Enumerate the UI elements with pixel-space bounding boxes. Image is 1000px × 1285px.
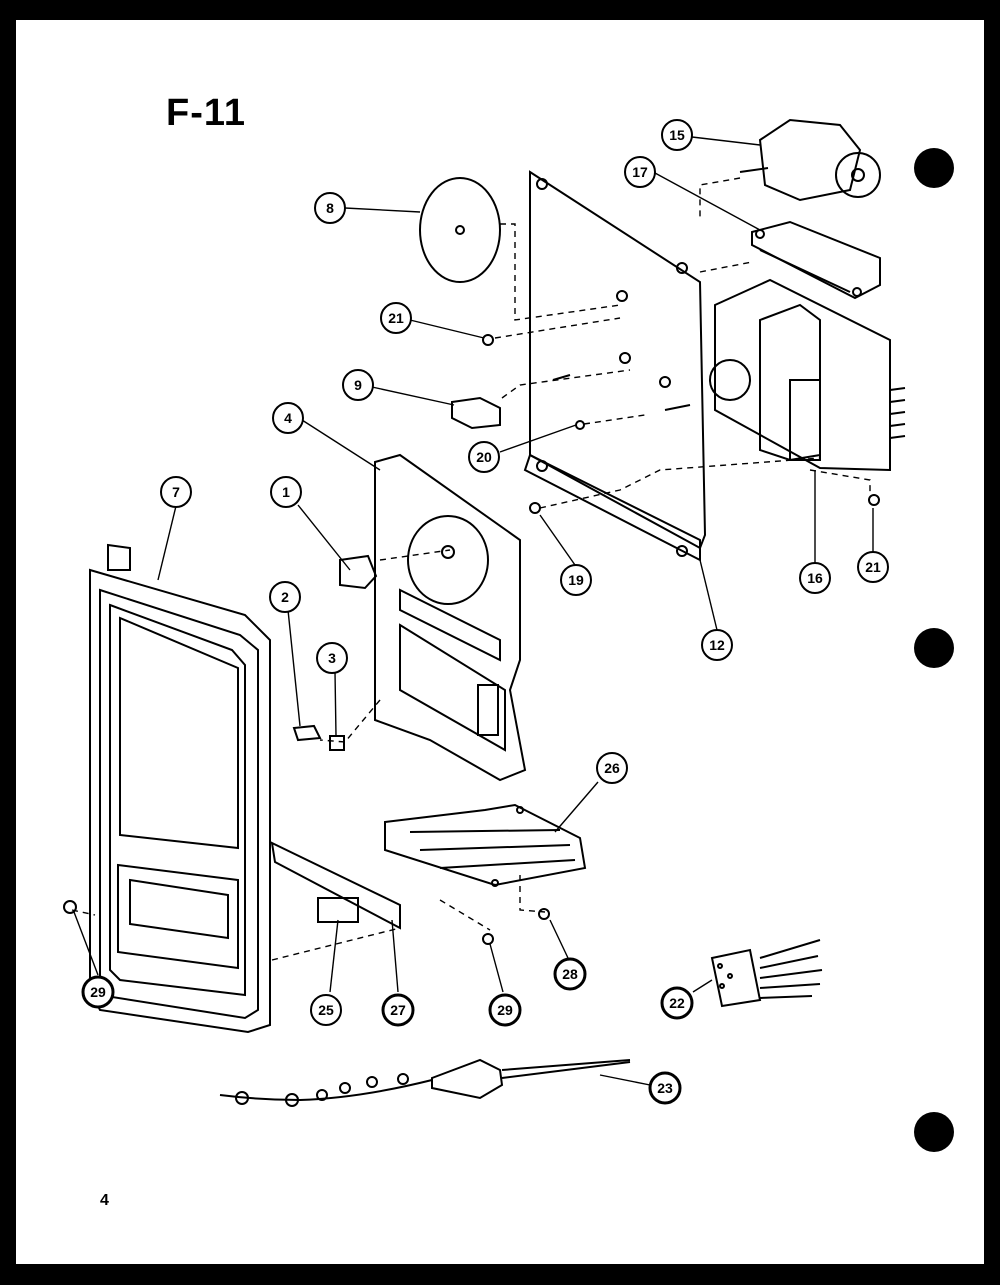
callout-4: 4: [272, 402, 304, 434]
callout-7: 7: [160, 476, 192, 508]
svg-text:25: 25: [318, 1002, 334, 1018]
callout-21-right: 21: [857, 551, 889, 583]
callout-8: 8: [314, 192, 346, 224]
svg-text:3: 3: [328, 650, 336, 666]
small-knob-parts: [292, 724, 345, 751]
svg-text:7: 7: [172, 484, 180, 500]
screw-parts: [63, 334, 880, 945]
diagram-title: F-11: [166, 92, 247, 134]
svg-text:27: 27: [390, 1002, 406, 1018]
knob-part: [339, 554, 378, 590]
switch-assembly-part: [384, 803, 587, 887]
callouts: 15 17 8 21 9 4 20 7: [81, 119, 889, 1105]
front-door-frame-part: [89, 543, 271, 1034]
binder-hole-top: [914, 148, 954, 188]
wire-connector-part: [710, 939, 823, 1008]
alignment-lines: [71, 177, 871, 961]
switch-bracket-part: [751, 220, 881, 300]
svg-text:8: 8: [326, 200, 334, 216]
callout-2: 2: [269, 581, 301, 613]
callout-23: 23: [648, 1071, 682, 1105]
callout-leaders: [73, 136, 874, 1086]
callout-15: 15: [661, 119, 693, 151]
svg-text:23: 23: [657, 1080, 673, 1096]
callout-17: 17: [624, 156, 656, 188]
svg-text:2: 2: [281, 589, 289, 605]
control-panel-part: [374, 453, 527, 782]
callout-26: 26: [596, 752, 628, 784]
callout-21-upper: 21: [380, 302, 412, 334]
svg-text:12: 12: [709, 637, 725, 653]
callout-12: 12: [701, 629, 733, 661]
callout-19: 19: [560, 564, 592, 596]
callout-1: 1: [270, 476, 302, 508]
svg-text:4: 4: [284, 410, 292, 426]
callout-28: 28: [553, 957, 587, 991]
svg-text:21: 21: [388, 310, 404, 326]
callout-29-center: 29: [488, 993, 522, 1027]
callout-20: 20: [468, 441, 500, 473]
svg-text:15: 15: [669, 127, 685, 143]
dial-disk-part: [419, 177, 501, 283]
callout-27: 27: [381, 993, 415, 1027]
motor-part: [739, 118, 881, 202]
callout-9: 9: [342, 369, 374, 401]
interlock-plate-part: [270, 841, 401, 930]
svg-text:26: 26: [604, 760, 620, 776]
svg-text:21: 21: [865, 559, 881, 575]
svg-text:29: 29: [90, 984, 106, 1000]
binder-hole-middle: [914, 628, 954, 668]
transformer-housing-part: [709, 278, 906, 472]
svg-text:29: 29: [497, 1002, 513, 1018]
callout-29-left: 29: [81, 975, 115, 1009]
svg-text:22: 22: [669, 995, 685, 1011]
page-number: 4: [100, 1192, 109, 1209]
mounting-plate-part: [523, 170, 707, 562]
svg-text:20: 20: [476, 449, 492, 465]
callout-3: 3: [316, 642, 348, 674]
callout-22: 22: [660, 986, 694, 1020]
callout-25: 25: [310, 994, 342, 1026]
svg-text:28: 28: [562, 966, 578, 982]
small-bracket-part: [451, 396, 501, 430]
svg-text:19: 19: [568, 572, 584, 588]
svg-text:9: 9: [354, 377, 362, 393]
svg-text:16: 16: [807, 570, 823, 586]
binder-hole-bottom: [914, 1112, 954, 1152]
temperature-probe-part: [219, 1058, 631, 1107]
svg-text:17: 17: [632, 164, 648, 180]
svg-text:1: 1: [282, 484, 290, 500]
callout-16: 16: [799, 562, 831, 594]
